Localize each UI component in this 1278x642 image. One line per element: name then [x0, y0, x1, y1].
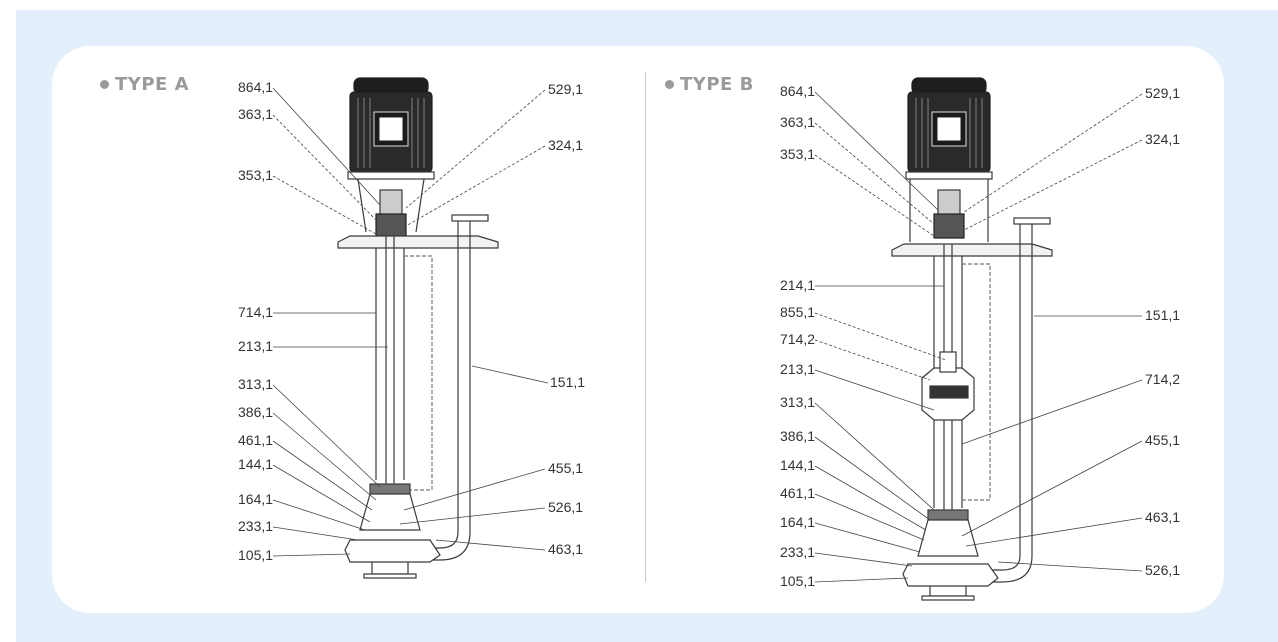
label-144-1: 144,1	[238, 456, 273, 472]
label-324-1: 324,1	[548, 137, 583, 153]
label-214-1: 214,1	[780, 277, 815, 293]
label-151-1: 151,1	[1145, 307, 1180, 323]
label-105-1: 105,1	[780, 573, 815, 589]
type-a-right-leaders	[399, 89, 549, 551]
label-363-1: 363,1	[238, 106, 273, 122]
label-144-1: 144,1	[780, 457, 815, 473]
type-b-right-leaders	[961, 93, 1143, 572]
bullet-icon	[665, 80, 674, 89]
label-313-1: 313,1	[780, 394, 815, 410]
label-455-1: 455,1	[1145, 432, 1180, 448]
diagram-card	[52, 46, 1224, 613]
label-714-2-left: 714,2	[780, 331, 815, 347]
label-864-1: 864,1	[238, 79, 273, 95]
label-463-1: 463,1	[1145, 509, 1180, 525]
label-455-1: 455,1	[548, 460, 583, 476]
label-164-1: 164,1	[780, 514, 815, 530]
label-529-1: 529,1	[548, 81, 583, 97]
type-b-left-leaders	[814, 91, 947, 583]
type-b-title: TYPE B	[680, 74, 754, 95]
type-a-pump-drawing	[337, 77, 499, 579]
label-213-1: 213,1	[238, 338, 273, 354]
label-714-2-right: 714,2	[1145, 371, 1180, 387]
label-363-1: 363,1	[780, 114, 815, 130]
label-151-1: 151,1	[550, 374, 585, 390]
label-105-1: 105,1	[238, 547, 273, 563]
type-a-title: TYPE A	[115, 74, 189, 95]
label-714-1: 714,1	[238, 304, 273, 320]
label-864-1: 864,1	[780, 83, 815, 99]
type-a-labels: 864,1 363,1 353,1 714,1 213,1 313,1 386,…	[238, 79, 585, 563]
label-386-1: 386,1	[238, 404, 273, 420]
type-a-heading: TYPE A	[100, 74, 189, 95]
type-b-pump-drawing	[891, 77, 1053, 601]
label-526-1: 526,1	[548, 499, 583, 515]
type-a-left-leaders	[272, 87, 388, 557]
label-233-1: 233,1	[780, 544, 815, 560]
label-461-1: 461,1	[780, 485, 815, 501]
label-855-1: 855,1	[780, 304, 815, 320]
type-b-heading: TYPE B	[665, 74, 754, 95]
label-353-1: 353,1	[780, 146, 815, 162]
label-526-1: 526,1	[1145, 562, 1180, 578]
bullet-icon	[100, 80, 109, 89]
label-353-1: 353,1	[238, 167, 273, 183]
panel-divider	[645, 72, 646, 582]
label-529-1: 529,1	[1145, 85, 1180, 101]
label-233-1: 233,1	[238, 518, 273, 534]
label-324-1: 324,1	[1145, 131, 1180, 147]
label-313-1: 313,1	[238, 376, 273, 392]
label-461-1: 461,1	[238, 432, 273, 448]
label-386-1: 386,1	[780, 428, 815, 444]
label-164-1: 164,1	[238, 491, 273, 507]
label-213-1: 213,1	[780, 361, 815, 377]
label-463-1: 463,1	[548, 541, 583, 557]
type-b-labels: 864,1 363,1 353,1 214,1 855,1 714,2 213,…	[780, 83, 1180, 589]
